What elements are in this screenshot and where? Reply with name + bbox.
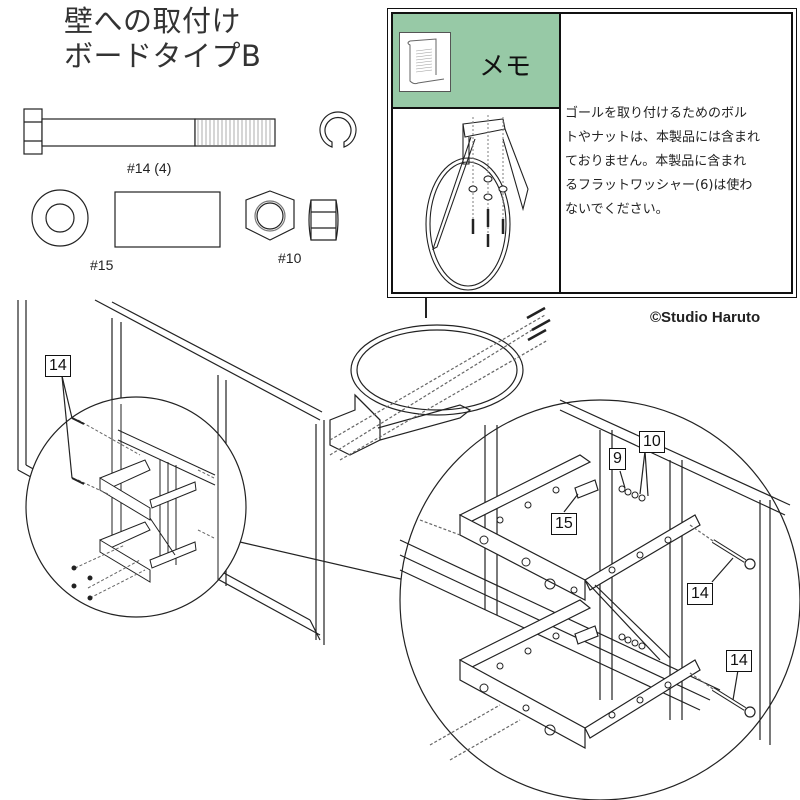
title-line-1: 壁への取付け [64, 4, 242, 38]
page-title: 壁への取付け ボードタイプB [64, 4, 261, 74]
memo-text: ゴールを取り付けるためのボル トやナットは、本製品には含まれ ておりません。本製… [565, 102, 790, 222]
memo-hoop-illustration [393, 109, 561, 294]
nut-10-drawing [245, 190, 339, 241]
callout-14-top: 14 [687, 583, 713, 605]
memo-label: メモ [479, 52, 532, 82]
memo-text-line: るフラットワッシャー(6)は使わ [565, 178, 753, 193]
detail-connector-line [239, 541, 406, 581]
leader-14-a [61, 375, 73, 419]
bolt-14-label: #14 (4) [127, 160, 172, 176]
callout-14-bottom: 14 [726, 650, 752, 672]
snap-ring-drawing [319, 111, 357, 148]
memo-text-line: ないでください。 [565, 202, 669, 217]
washer-drawing [31, 189, 89, 247]
leader-14-b [61, 375, 73, 479]
overview-bracket-drawing [71, 400, 219, 601]
detail-bracket-drawing [399, 399, 791, 761]
memo-text-line: ゴールを取り付けるためのボル [565, 106, 748, 121]
nut-10-label: #10 [278, 250, 302, 266]
callout-15: 15 [551, 513, 577, 535]
copyright-notice: ©Studio Haruto [650, 309, 761, 326]
callout-10: 10 [639, 431, 665, 453]
callout-9: 9 [609, 448, 626, 470]
memo-text-line: トやナットは、本製品には含まれ [565, 130, 761, 145]
memo-header: メモ [393, 14, 561, 109]
bolt-14-drawing [23, 108, 276, 155]
callout-14-overview: 14 [45, 355, 71, 377]
spacer-15-label: #15 [90, 257, 114, 273]
title-line-2: ボードタイプB [64, 39, 262, 73]
memo-text-line: ておりません。本製品に含まれ [565, 154, 747, 169]
memo-paper-icon [399, 32, 451, 92]
hoop-drawing [329, 296, 551, 461]
spacer-15-drawing [114, 191, 221, 248]
memo-box: メモ ゴールを取り付けるためのボル [387, 8, 797, 298]
